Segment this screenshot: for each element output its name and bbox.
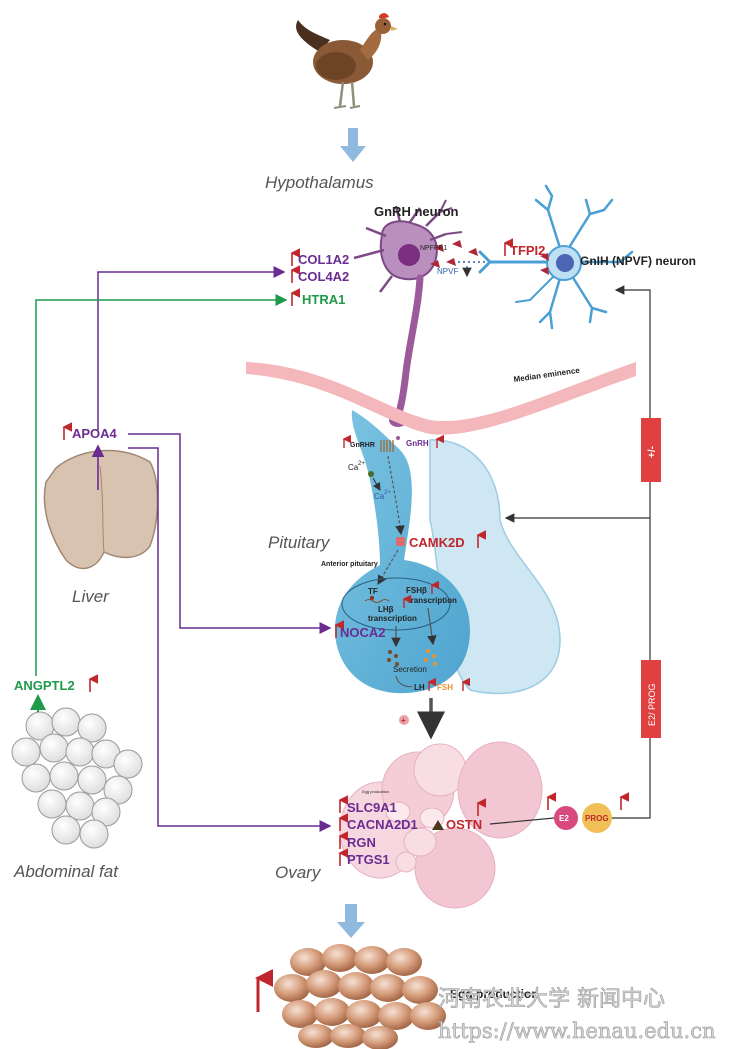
angptl2-to-htra1-line: [35, 294, 288, 676]
gnih-neuron: [478, 184, 634, 330]
prog-label: PROG: [585, 814, 609, 823]
apoa4-to-noca2-line: [128, 433, 332, 634]
apoa4-to-ovary-line: [128, 447, 332, 832]
liver-lobe-line: [99, 465, 105, 553]
camk2d-marker: [396, 537, 405, 546]
ovary-to-eggs-arrow: [337, 904, 365, 938]
median-eminence-label: Median eminence: [513, 366, 581, 384]
ptgs1-label: PTGS1: [347, 852, 390, 867]
prog-feedback-line: [612, 285, 651, 819]
ovary-illustration: [339, 741, 543, 909]
cacna2d1-label: CACNA2D1: [347, 817, 418, 832]
camk2d-label: CAMK2D: [409, 535, 465, 550]
e2-prog-feedback-box: [641, 660, 661, 738]
npvf-label: NPVF: [437, 267, 458, 276]
lhb-transcription-label: transcription: [368, 614, 417, 623]
ca-ion-label-2: Ca: [374, 492, 385, 501]
chicken-illustration: [296, 13, 398, 109]
fsh-granules: [424, 649, 437, 666]
chicken-to-hypothalamus-arrow: [340, 128, 366, 162]
prog-badge: [582, 803, 612, 833]
apoa4-to-col-genes-line: [97, 266, 286, 430]
gnrh-granules: [396, 436, 400, 440]
tf-dot: [369, 595, 375, 601]
pituitary-gland: [335, 410, 561, 695]
noca2-label: NOCA2: [340, 625, 386, 640]
col1a2-label: COL1A2: [298, 252, 349, 267]
abdominal-fat-illustration: [11, 707, 143, 849]
e2-label: E2: [559, 814, 569, 823]
apoa4-label: APOA4: [72, 426, 118, 441]
abdominal-fat-label: Abdominal fat: [13, 862, 119, 881]
egg-production-label: Egg production: [450, 987, 539, 1001]
plus-minus-feedback-box: [641, 418, 661, 482]
col4a2-label: COL4A2: [298, 269, 349, 284]
gnih-neuron-nucleus: [556, 254, 574, 272]
e2-badge: [554, 806, 578, 830]
npffr1-label: NPFFR1: [420, 245, 447, 252]
watermark-line-1: 河南农业大学 新闻中心: [438, 987, 665, 1012]
fshb-label: FSHβ: [406, 586, 427, 595]
watermark-line-2: https://www.henau.edu.cn: [438, 1019, 716, 1043]
anterior-pituitary-label: Anterior pituitary: [321, 561, 378, 568]
ca-channel: [368, 471, 374, 477]
ovary-label: Ovary: [275, 863, 322, 882]
fshb-transcription-label: transcription: [408, 596, 457, 605]
lhb-label: LHβ: [378, 605, 394, 614]
ostn-marker-triangle: [432, 820, 444, 830]
tf-label: TF: [368, 587, 378, 596]
ca-influx-arrow: [372, 477, 381, 491]
fshb-to-secretion-arrow: [427, 607, 437, 646]
secretion-label: Secretion: [393, 665, 427, 674]
rgn-label: RGN: [347, 835, 376, 850]
lh-granules: [387, 650, 399, 666]
ostn-to-e2-line: [489, 817, 555, 825]
liver-illustration: [43, 449, 159, 570]
gnrhr-receptors: [380, 440, 394, 452]
gnrh-label: GnRH: [406, 439, 429, 448]
gnrh-neuron-label: GnRH neuron: [374, 204, 459, 219]
camk2d-to-tf-arrow: [377, 549, 399, 586]
gnrhr-to-camk2d-arrow: [387, 455, 405, 536]
secretion-release-path: [395, 675, 413, 688]
ostn-label: OSTN: [446, 817, 482, 832]
ca-ion-superscript-2: 2+: [384, 490, 391, 496]
htra1-label: HTRA1: [302, 292, 345, 307]
angptl2-label: ANGPTL2: [14, 678, 75, 693]
median-eminence-band: [246, 362, 636, 435]
pituitary-label: Pituitary: [268, 533, 331, 552]
plus-minus-feedback-label: +/-: [647, 446, 658, 458]
lh-label: LH: [414, 683, 425, 692]
hypothalamus-label: Hypothalamus: [265, 173, 374, 192]
gnrh-neuron: [353, 199, 478, 427]
e2-prog-feedback-label: E2/ PROG: [647, 683, 657, 726]
eggs-illustration: [274, 944, 446, 1049]
ovary-small-label: Egg production: [362, 789, 389, 794]
gnih-neuron-label: GnIH (NPVF) neuron: [580, 254, 696, 268]
liver-label: Liver: [72, 587, 110, 606]
tf-dna: [364, 599, 390, 603]
tfpi2-label: TFPI2: [510, 243, 545, 258]
slc9a1-label: SLC9A1: [347, 800, 397, 815]
gnih-receptor-marks: [540, 253, 549, 275]
gnrhr-label: GnRHR: [350, 442, 375, 449]
stimulation-plus-sign: +: [401, 716, 406, 725]
fsh-label: FSH: [437, 683, 453, 692]
ca-ion-label: Ca: [348, 463, 359, 472]
stimulation-plus-badge: [399, 715, 409, 725]
ca-ion-superscript: 2+: [358, 461, 365, 467]
